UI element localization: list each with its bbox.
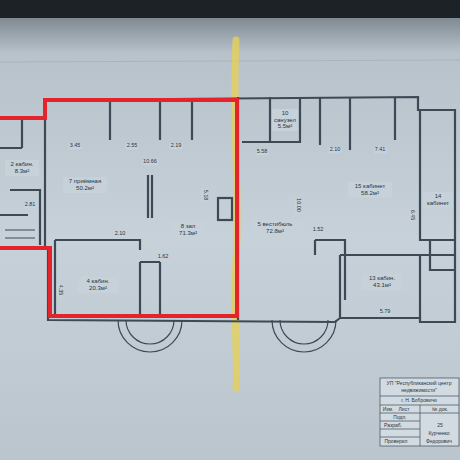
room-name: 10 санузел 5.5м² [273,110,297,131]
dimension-label: 10.66 [142,159,158,165]
paper-fold [0,60,460,62]
room-name: 8 зал 71.3м² [172,223,204,237]
dimension-label: 1.52 [312,227,325,233]
room-label: 5 вестибюль 72.8м² [252,220,298,236]
title-block-text: Курченко [427,431,450,436]
dimension-label: 7.41 [374,147,387,153]
title-block-text: Федорович [425,439,453,444]
highlight-outline [0,100,237,316]
room-label: 4 кабин. 20.3м² [78,277,118,293]
title-block [380,378,459,446]
dimension-label: 3.45 [69,143,82,149]
dimension-label: 5.79 [379,309,392,315]
dimension-label: 2.81 [24,202,37,208]
dimension-label: 2.10 [114,231,127,237]
room-name: 4 кабин. 20.3м² [79,278,117,292]
room-name: 7 приёмная 50.2м² [64,178,106,192]
title-block-text: Изм. [382,407,395,412]
room-name: 2 кабин. 8.3м² [6,161,38,175]
room-label: 8 зал 71.3м² [171,222,205,238]
porches [5,230,336,352]
room-name: 13 кабин. 43.1м² [363,275,401,289]
room-label: 13 кабин. 43.1м² [362,274,402,290]
room-label: 10 санузел 5.5м² [272,109,298,132]
dimension-label: 5.58 [256,149,269,155]
room-label: 15 кабинет 58.2м² [348,182,392,198]
title-block-text: 25 [436,423,444,428]
paper-sheet [0,18,460,460]
title-block-text: недвижимости" [400,388,438,393]
room-label: 7 приёмная 50.2м² [63,177,107,193]
title-block-text: № док. [431,407,449,412]
room-label: 14 кабинет [423,192,453,208]
title-block-text: Проверил [383,439,408,444]
dimension-label: 1.62 [157,254,170,260]
dimension-label: 2.10 [329,147,342,153]
room-name: 14 кабинет [424,193,452,207]
dimension-label: 10.00 [295,197,301,213]
dimension-label: 4.35 [57,284,63,297]
title-block-text: УП "Республиканский центр [386,381,453,386]
room-name: 5 вестибюль 72.8м² [253,221,297,235]
room-name: 15 кабинет 58.2м² [349,183,391,197]
dimension-label: 6.45 [409,209,415,222]
dimension-label: 2.19 [170,143,183,149]
dimension-label: 5.18 [202,189,208,202]
dimension-label: 2.55 [126,143,139,149]
title-block-text: г. Н. Бобровичи [400,398,438,403]
room-label: 2 кабин. 8.3м² [5,160,39,176]
title-block-text: Подп. [392,415,407,420]
walls [0,97,455,322]
title-block-text: Лист [398,407,411,412]
title-block-text: Разраб. [383,423,403,428]
